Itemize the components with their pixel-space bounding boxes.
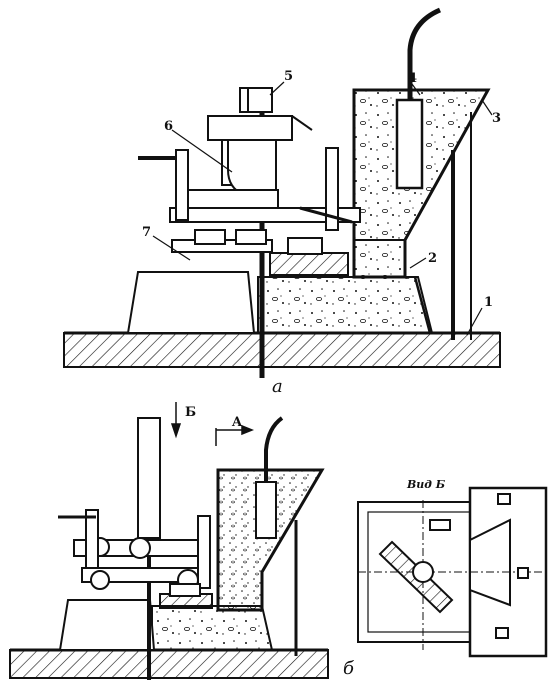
- spindle-body-a: [227, 139, 277, 196]
- callout-3: 3: [492, 111, 501, 126]
- pedestal-a: [126, 271, 256, 334]
- section-markers-b: [170, 402, 255, 446]
- caption-a: a: [272, 376, 283, 397]
- hopper-b: [216, 468, 325, 612]
- vibrator-b: [255, 481, 277, 539]
- arrow-b-label: Б: [185, 405, 196, 420]
- callout-labels-a: 1 2 3 4 5 6 7: [142, 69, 501, 310]
- callout-4: 4: [408, 71, 417, 86]
- concrete-base-a: [257, 276, 434, 334]
- concrete-base-b: [151, 605, 274, 651]
- callout-6: 6: [164, 119, 173, 134]
- mould-a: [269, 252, 349, 276]
- ground-slab-a: [63, 332, 501, 368]
- vibrator-hose-b: [264, 416, 284, 490]
- figure-a: [63, 7, 501, 378]
- callout-leaders-a: [152, 81, 493, 336]
- arrow-a-label: A: [231, 415, 243, 430]
- vibrator-hose-a: [407, 7, 442, 100]
- callout-2: 2: [428, 251, 437, 266]
- callout-5: 5: [284, 69, 293, 84]
- vibrator-a: [395, 98, 424, 190]
- figure-b: [9, 416, 329, 680]
- callout-1: 1: [484, 295, 493, 310]
- pedestal-b: [58, 599, 156, 651]
- caption-b: б: [343, 658, 355, 679]
- view-b: [357, 486, 548, 658]
- callout-7: 7: [142, 225, 151, 240]
- view-b-title: Вид Б: [406, 478, 446, 491]
- ground-slab-b: [9, 649, 329, 679]
